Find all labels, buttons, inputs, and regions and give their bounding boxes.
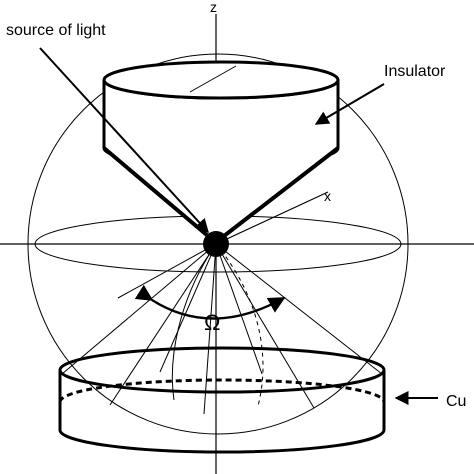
light-rays xyxy=(61,243,383,415)
insulator-label: Insulator xyxy=(384,63,446,80)
z-axis-label: z xyxy=(210,0,217,15)
meridian-arc-left xyxy=(171,243,217,401)
insulator-pointer xyxy=(314,83,385,125)
insulator-top-ellipse xyxy=(102,60,340,100)
insulator-top-hatch xyxy=(189,65,237,93)
sphere-outline xyxy=(27,53,409,435)
cu-detector xyxy=(58,370,386,454)
source-of-light-label: source of light xyxy=(6,22,106,39)
x-axis xyxy=(215,191,329,245)
omega-arc xyxy=(134,284,286,320)
meridian-arc-right-dashed xyxy=(215,243,264,407)
cu-label: Cu xyxy=(446,393,466,410)
light-source-dot xyxy=(203,231,229,257)
cu-top-ellipse xyxy=(58,346,386,394)
source-pointer xyxy=(39,47,209,234)
x-axis-label: x xyxy=(324,188,331,204)
omega-label: Ω xyxy=(204,310,220,335)
